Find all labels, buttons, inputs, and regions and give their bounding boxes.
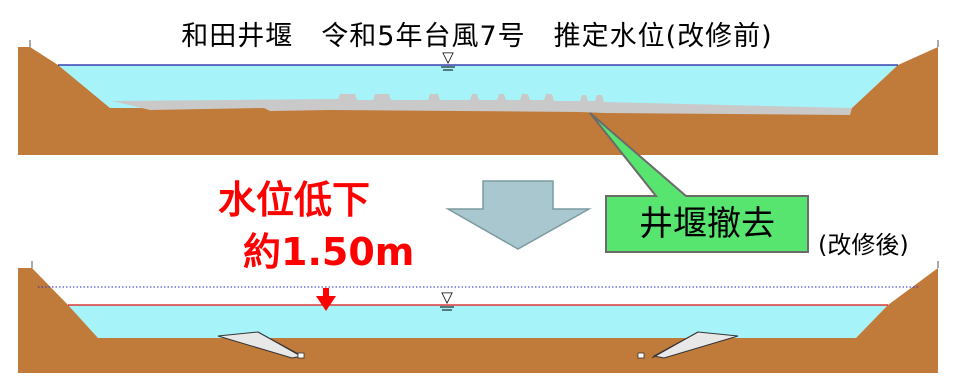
callout-box [589, 112, 809, 253]
riverbed-before [18, 47, 938, 155]
weir-before [112, 94, 852, 115]
water-level-marker-after: ▽ [440, 288, 454, 311]
callout-weir-removal [589, 112, 809, 253]
water-before [58, 65, 898, 108]
water-after [68, 305, 888, 338]
fishway-right [637, 331, 739, 359]
fishway-left [217, 331, 305, 359]
drop-label-line2: 約1.50m [243, 230, 415, 274]
after-improvement-label: (改修後) [818, 231, 909, 259]
down-arrow [445, 180, 592, 250]
water-level-symbol: ▽ [442, 48, 454, 66]
cross-section-before: ▽ [18, 40, 939, 155]
water-level-symbol: ▽ [441, 288, 453, 306]
diagram-title: 和田井堰 令和5年台風7号 推定水位(改修前) [181, 21, 773, 52]
drop-arrow [316, 288, 336, 311]
riverbed-after [18, 268, 938, 373]
water-level-drop-label: 水位低下 約1.50m [218, 174, 414, 278]
callout-label: 井堰撤去 [639, 204, 775, 244]
drop-label-line1: 水位低下 [218, 178, 371, 222]
cross-section-after: ▽ [18, 261, 939, 373]
water-level-marker-before: ▽ [441, 48, 455, 71]
